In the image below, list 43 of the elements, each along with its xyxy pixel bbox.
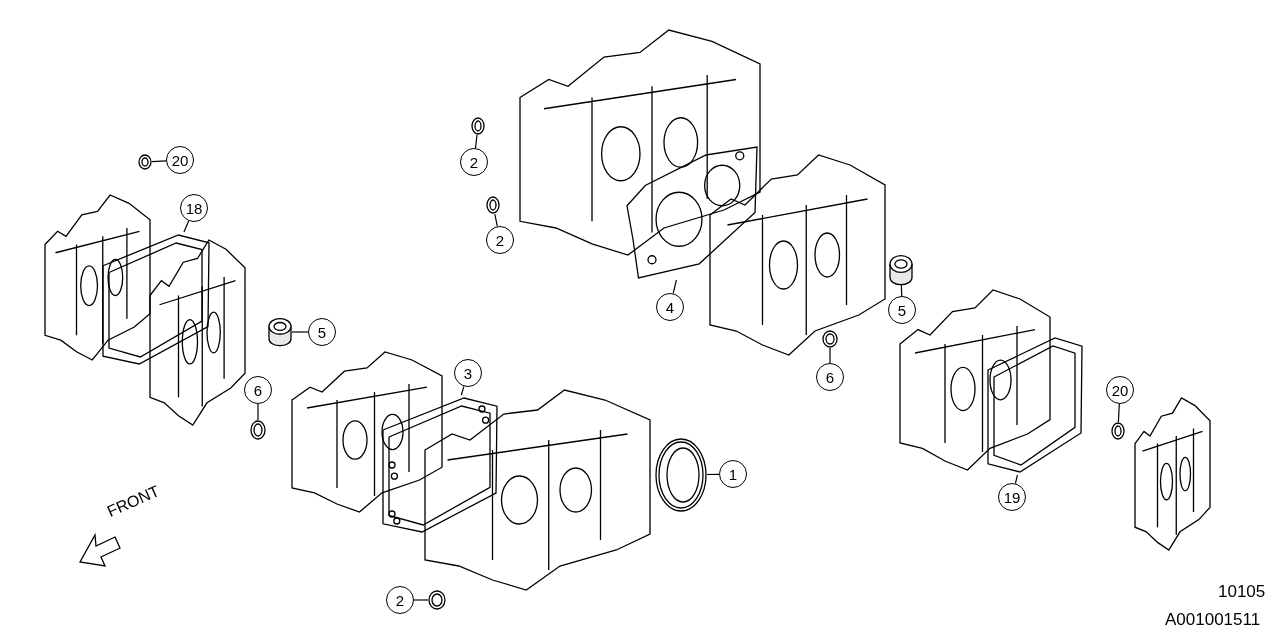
callout-number: 5 (308, 318, 336, 346)
leader-line (1117, 403, 1120, 423)
leader-line (1014, 474, 1019, 484)
o-ring-drawing (822, 330, 838, 348)
plug-drawing (268, 318, 292, 346)
illustration-code: A001001511 (1165, 610, 1261, 630)
callout-number: 20 (1106, 376, 1134, 404)
callout-number: 5 (888, 296, 916, 324)
gasket-drawing (985, 335, 1085, 475)
callout-number: 19 (998, 483, 1026, 511)
leader-line (672, 279, 677, 294)
callout-number: 1 (719, 460, 747, 488)
leader-line (460, 385, 465, 396)
callout-number: 2 (386, 586, 414, 614)
leader-line (474, 134, 478, 149)
callout-number: 18 (180, 194, 208, 222)
leader-line (183, 220, 190, 233)
callout-number: 6 (244, 376, 272, 404)
o-ring-drawing (471, 117, 485, 135)
leader-line (257, 403, 259, 421)
diagram-number: 10105 (1218, 582, 1266, 602)
callout-number: 4 (656, 293, 684, 321)
leader-line (151, 160, 167, 163)
leader-line (829, 347, 831, 364)
callout-number: 3 (454, 359, 482, 387)
gasket-drawing (100, 232, 212, 367)
leader-line (291, 331, 309, 333)
o-ring-drawing (138, 154, 152, 170)
leader-line (706, 473, 720, 476)
callout-number: 20 (166, 146, 194, 174)
gasket-drawing (380, 395, 500, 535)
plug-drawing (889, 255, 913, 285)
o-ring-drawing (250, 420, 266, 440)
leader-line (494, 213, 498, 227)
callout-number: 6 (816, 363, 844, 391)
callout-number: 2 (460, 148, 488, 176)
o-ring-drawing (486, 196, 500, 214)
oil-seal-drawing (655, 438, 707, 512)
leader-line (413, 599, 429, 601)
callout-number: 2 (486, 226, 514, 254)
o-ring-drawing (1111, 422, 1125, 440)
o-ring-drawing (428, 590, 446, 610)
head-gasket-drawing (625, 145, 760, 280)
